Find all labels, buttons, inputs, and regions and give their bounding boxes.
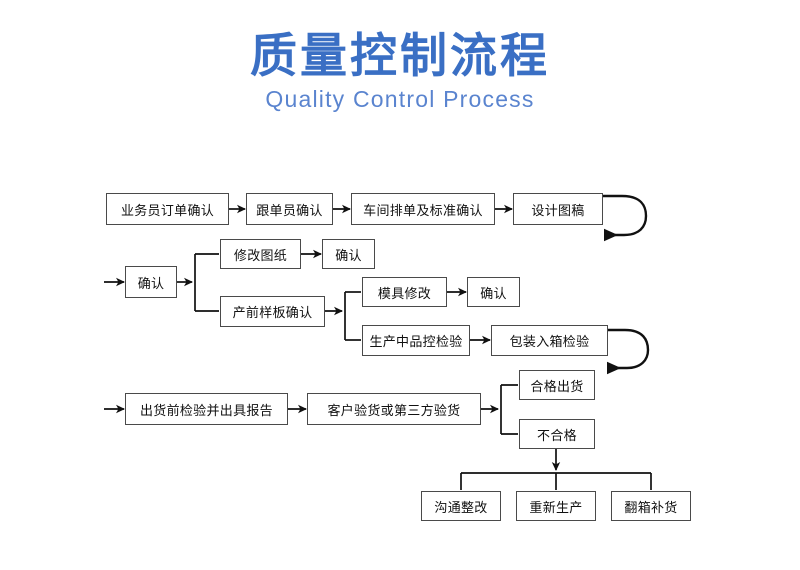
node-communicate-rectify[interactable]: 沟通整改 <box>421 491 501 521</box>
node-design-draft[interactable]: 设计图稿 <box>513 193 603 225</box>
node-merchandiser-confirm[interactable]: 跟单员确认 <box>246 193 333 225</box>
node-confirm-b[interactable]: 确认 <box>322 239 375 269</box>
node-sales-order-confirm[interactable]: 业务员订单确认 <box>106 193 229 225</box>
node-qualified-shipment[interactable]: 合格出货 <box>519 370 595 400</box>
loopback-row2 <box>608 328 650 370</box>
node-mold-revision[interactable]: 模具修改 <box>362 277 447 307</box>
node-pre-shipment-inspection-report[interactable]: 出货前检验并出具报告 <box>125 393 288 425</box>
loopback-row2-arrowhead <box>607 361 621 375</box>
node-workshop-schedule-confirm[interactable]: 车间排单及标准确认 <box>351 193 495 225</box>
node-in-process-qc-inspection[interactable]: 生产中品控检验 <box>362 325 470 356</box>
node-repack-replenish[interactable]: 翻箱补货 <box>611 491 691 521</box>
node-revise-drawing[interactable]: 修改图纸 <box>220 239 301 269</box>
node-packing-carton-inspection[interactable]: 包装入箱检验 <box>491 325 608 356</box>
node-customer-or-third-party-inspection[interactable]: 客户验货或第三方验货 <box>307 393 481 425</box>
node-confirm-a[interactable]: 确认 <box>125 266 177 298</box>
loopback-row1 <box>603 194 648 237</box>
page-subtitle: Quality Control Process <box>265 86 535 113</box>
node-pre-production-sample-confirm[interactable]: 产前样板确认 <box>220 296 325 327</box>
node-reproduce[interactable]: 重新生产 <box>516 491 596 521</box>
node-confirm-c[interactable]: 确认 <box>467 277 520 307</box>
page-title-block: 质量控制流程 Quality Control Process <box>0 29 800 114</box>
node-unqualified[interactable]: 不合格 <box>519 419 595 449</box>
page-title: 质量控制流程 <box>250 29 550 84</box>
loopback-row1-arrowhead <box>604 228 618 242</box>
